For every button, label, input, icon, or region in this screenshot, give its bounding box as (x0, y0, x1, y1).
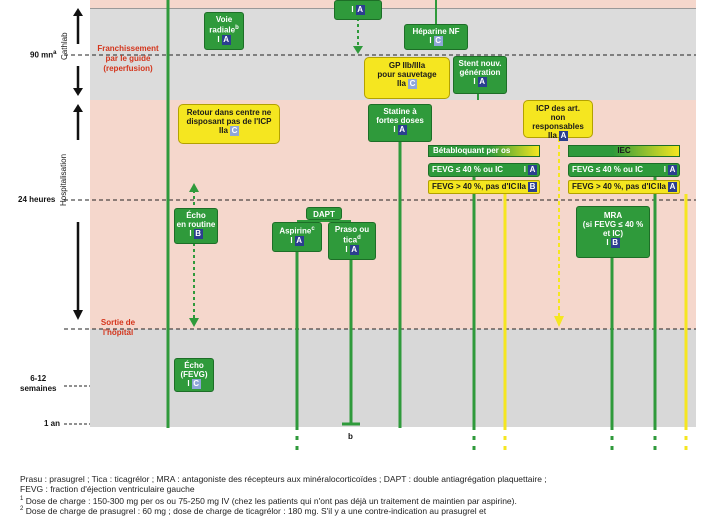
line-echo-routine-down-head (189, 318, 199, 327)
bottom-mark: b (348, 432, 353, 441)
cath-time-label: 90 mna (30, 50, 57, 60)
beta-header: Bétabloquant per os (428, 145, 540, 157)
reperfusion-event: Franchissement par le guide (reperfusion… (97, 44, 159, 73)
cathlab-phase-label: Cathlab (60, 32, 69, 60)
discharge-event: Sortie de l'hôpital (100, 318, 136, 337)
weeks-label: 6-12 semaines (20, 374, 57, 393)
hospital-arrow-down-head (73, 310, 83, 320)
hospital-arrow-up-head (73, 104, 83, 112)
divider-line (90, 8, 696, 9)
dapt-label-box: DAPT (306, 207, 342, 220)
line-echo-routine-up-head (189, 183, 199, 192)
year-label: 1 an (44, 419, 61, 428)
footnote-line-3: 1 Dose de charge : 150-300 mg per os ou … (20, 495, 517, 506)
footnote-line-1: Prasu : prasugrel ; Tica : ticagrélor ; … (20, 474, 547, 484)
hospital-phase-label: Hospitalisation (59, 153, 68, 206)
iec-header: IEC (568, 145, 680, 157)
top-band (90, 0, 696, 8)
cathlab-arrow-down-head (73, 88, 83, 96)
footnote-line-4: 2 Dose de charge de prasugrel : 60 mg ; … (20, 505, 487, 516)
footnote-line-2: FEVG : fraction d'éjection ventriculaire… (20, 484, 195, 494)
line-icp-head (554, 316, 564, 327)
cathlab-arrow-up-head (73, 8, 83, 16)
line-top-center-head (353, 46, 363, 54)
hours-24-label: 24 heures (18, 195, 56, 204)
retour-box: Retour dans centre ne disposant pas de l… (178, 104, 280, 144)
